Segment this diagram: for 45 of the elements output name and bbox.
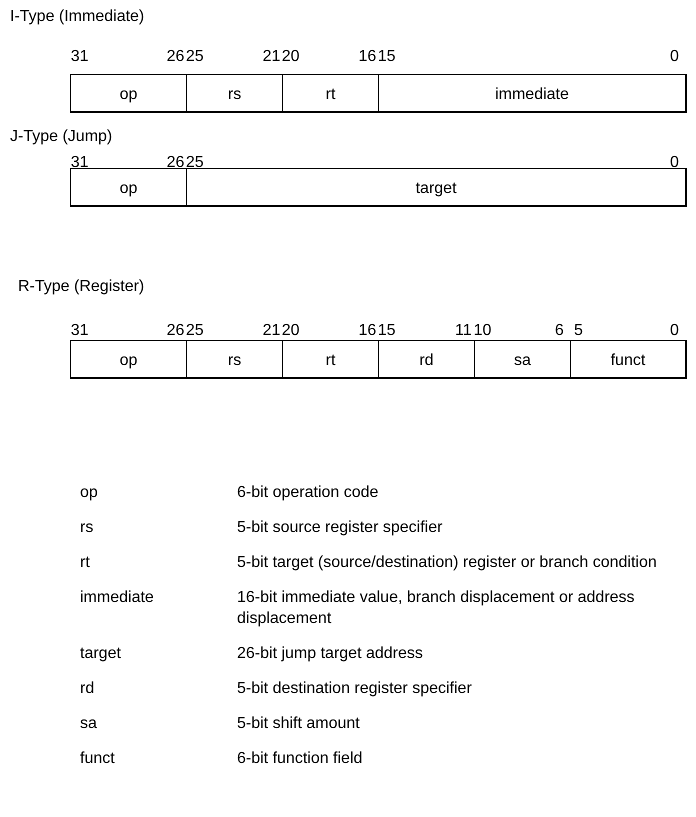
format-heading: J-Type (Jump) bbox=[10, 128, 112, 146]
bit-number: 16 bbox=[358, 322, 378, 340]
bit-number: 6 bbox=[554, 322, 565, 340]
description-text: 5-bit target (source/destination) register or branch condition bbox=[237, 553, 658, 573]
field-cell: sa bbox=[474, 341, 570, 377]
bit-number: 21 bbox=[262, 48, 282, 66]
description-text: 16-bit immediate value, branch displacement or address displacement bbox=[237, 588, 636, 629]
bit-number: 21 bbox=[262, 322, 282, 340]
bit-number: 0 bbox=[668, 322, 680, 340]
term-text: immediate bbox=[80, 588, 155, 608]
description-text: 5-bit destination register specifier bbox=[237, 679, 473, 699]
field-cell: op bbox=[71, 341, 186, 377]
term-text: funct bbox=[80, 749, 116, 769]
field-cell: rs bbox=[186, 75, 282, 111]
field-cell: op bbox=[71, 169, 186, 205]
bit-number: 31 bbox=[70, 48, 90, 66]
format-heading: I-Type (Immediate) bbox=[10, 8, 144, 26]
term-text: rt bbox=[80, 553, 91, 573]
bit-number: 31 bbox=[70, 154, 90, 172]
field-cell: immediate bbox=[378, 75, 685, 111]
field-cell: rd bbox=[378, 341, 474, 377]
bit-number: 5 bbox=[573, 322, 584, 340]
field-cell: rs bbox=[186, 341, 282, 377]
bit-number: 10 bbox=[472, 322, 492, 340]
bit-number: 16 bbox=[358, 48, 378, 66]
format-heading: R-Type (Register) bbox=[18, 278, 144, 296]
description-text: 26-bit jump target address bbox=[237, 644, 424, 664]
term-text: rs bbox=[80, 518, 94, 538]
term-text: sa bbox=[80, 714, 98, 734]
term-text: op bbox=[80, 483, 99, 503]
term-text: rd bbox=[80, 679, 96, 699]
term-text: target bbox=[80, 644, 122, 664]
field-cell: rt bbox=[282, 75, 378, 111]
description-text: 5-bit source register specifier bbox=[237, 518, 444, 538]
bit-number: 31 bbox=[70, 322, 90, 340]
field-cell: funct bbox=[570, 341, 685, 377]
field-cell: rt bbox=[282, 341, 378, 377]
bit-number: 0 bbox=[668, 48, 680, 66]
field-cell: op bbox=[71, 75, 186, 111]
description-text: 6-bit operation code bbox=[237, 483, 380, 503]
description-text: 6-bit function field bbox=[237, 749, 364, 769]
field-cell: target bbox=[186, 169, 685, 205]
description-text: 5-bit shift amount bbox=[237, 714, 361, 734]
bit-number: 0 bbox=[668, 154, 680, 172]
bit-number: 11 bbox=[454, 322, 473, 340]
